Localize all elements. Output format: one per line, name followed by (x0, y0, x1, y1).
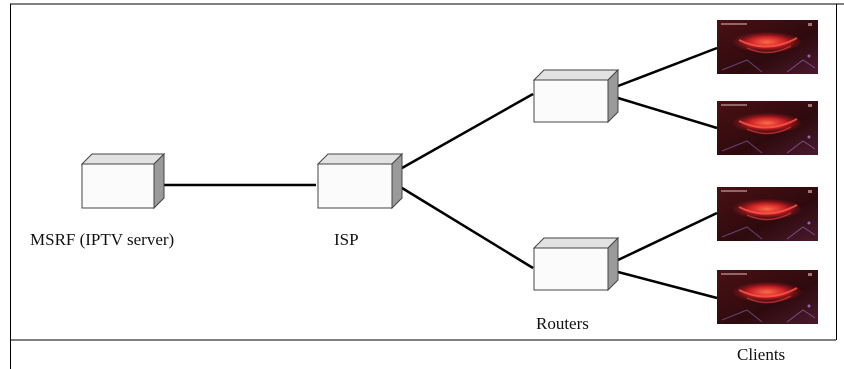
isp-box (316, 152, 404, 210)
server-label: MSRF (IPTV server) (30, 230, 174, 249)
isp-label: ISP (334, 230, 359, 249)
link-isp-router-top (401, 92, 534, 170)
link-isp-router-bottom (401, 186, 534, 270)
link-router-top-client-2 (617, 96, 718, 130)
client-screen-3 (716, 186, 819, 242)
link-router-top-client-1 (617, 46, 718, 88)
client-screen-4 (716, 269, 819, 325)
link-router-bottom-client-3 (617, 211, 718, 262)
routers-label: Routers (536, 314, 589, 333)
server-box (80, 152, 166, 210)
client-screen-2 (716, 100, 819, 156)
router-top-box (532, 68, 620, 124)
link-router-bottom-client-4 (617, 270, 718, 300)
router-bottom-box (532, 236, 620, 292)
client-screen-1 (716, 19, 819, 75)
clients-label: Clients (737, 345, 785, 364)
connections (164, 46, 718, 300)
